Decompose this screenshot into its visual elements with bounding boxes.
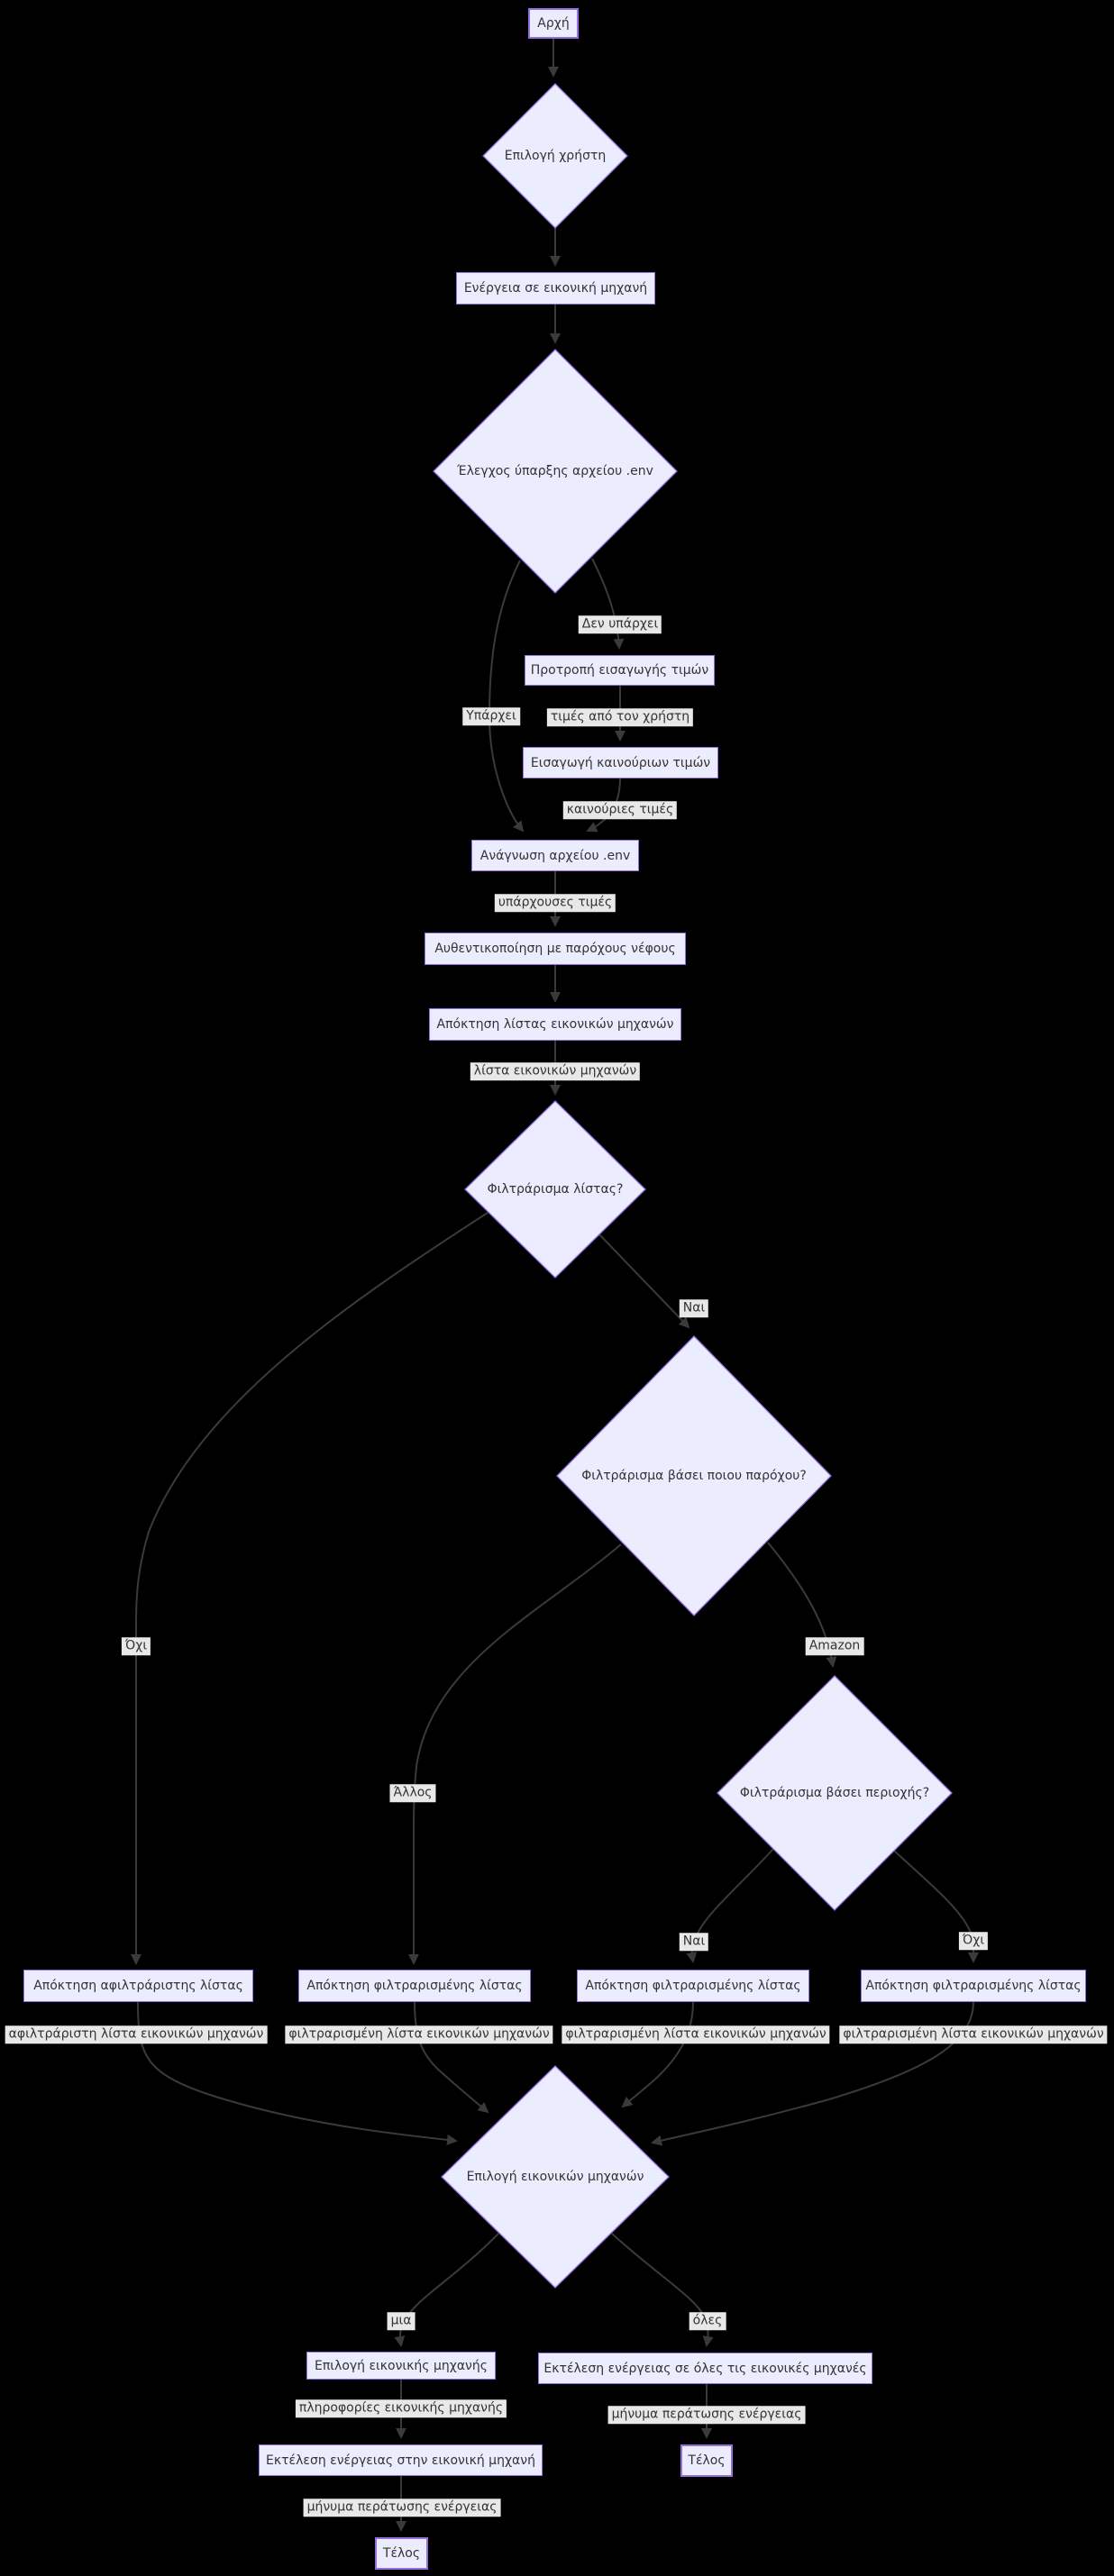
node-start-label: Αρχή — [537, 16, 570, 31]
node-get-vm-list: Απόκτηση λίστας εικονικών μηχανών — [429, 1008, 681, 1041]
node-vm-action-label: Ενέργεια σε εικονική μηχανή — [463, 281, 648, 296]
node-end-all-label: Τέλος — [688, 2453, 726, 2468]
node-env-check-label: Έλεγχος ύπαρξης αρχείου .env — [457, 464, 653, 478]
edge-provider-other — [408, 1543, 622, 1965]
edge-unfiltered-to-selectvms — [137, 2001, 458, 2145]
node-prompt-values: Προτροπή εισαγωγής τιμών — [525, 655, 715, 686]
node-select-vm: Επιλογή εικονικής μηχανής — [306, 2352, 496, 2380]
decision-filter-region-shape — [717, 1675, 953, 1911]
decision-user-choice-shape — [482, 83, 628, 229]
node-get-unfiltered: Απόκτηση αφιλτράριστης λίστας — [23, 1970, 253, 2002]
node-vm-action: Ενέργεια σε εικονική μηχανή — [456, 272, 655, 305]
edge-label-done-message-one: μήνυμα περάτωσης ενέργειας — [303, 2499, 501, 2517]
edge-label-exists: Υπάρχει — [462, 707, 520, 725]
edge-filtered-region-to-selectvms — [621, 2001, 694, 2108]
edge-label-done-message-all: μήνυμα περάτωσης ενέργειας — [607, 2406, 806, 2424]
edge-env-check-exists — [488, 560, 525, 833]
edge-label-new-values: καινούριες τιμές — [562, 801, 678, 819]
edge-env-check-not-exists — [591, 558, 625, 650]
edge-label-not-exists: Δεν υπάρχει — [578, 615, 662, 633]
node-get-filtered-other: Απόκτηση φιλτραρισμένης λίστας — [298, 1970, 531, 2002]
node-exec-all-label: Εκτέλεση ενέργειας σε όλες τις εικονικές… — [543, 2361, 867, 2376]
node-get-unfiltered-label: Απόκτηση αφιλτράριστης λίστας — [33, 1979, 243, 1993]
node-auth-cloud-label: Αυθεντικοποίηση με παρόχους νέφους — [434, 942, 676, 956]
node-end-one: Τέλος — [375, 2537, 428, 2570]
edge-label-no-filter: Όχι — [121, 1637, 151, 1655]
node-get-vm-list-label: Απόκτηση λίστας εικονικών μηχανών — [436, 1017, 674, 1032]
edge-label-amazon: Amazon — [805, 1637, 864, 1655]
node-prompt-values-label: Προτροπή εισαγωγής τιμών — [530, 663, 709, 678]
edge-filterlist-no — [131, 1212, 489, 1965]
edge-filterlist-yes — [598, 1233, 690, 1329]
node-get-filtered-other-label: Απόκτηση φιλτραρισμένης λίστας — [306, 1979, 523, 1993]
node-exec-one-label: Εκτέλεση ενέργειας στην εικονική μηχανή — [266, 2453, 535, 2468]
node-get-filtered-region-label: Απόκτηση φιλτραρισμένης λίστας — [585, 1979, 801, 1993]
edge-label-values-from-user: τιμές από τον χρήστη — [546, 708, 694, 726]
decision-env-check-shape — [433, 349, 678, 594]
node-start: Αρχή — [528, 8, 579, 39]
edge-label-filtered-vm-list-other: φιλτραρισμένη λίστα εικονικών μηχανών — [285, 2025, 553, 2044]
node-exec-one: Εκτέλεση ενέργειας στην εικονική μηχανή — [259, 2444, 543, 2476]
node-exec-all: Εκτέλεση ενέργειας σε όλες τις εικονικές… — [538, 2353, 872, 2384]
edge-label-vm-info: πληροφορίες εικονικής μηχανής — [295, 2399, 507, 2417]
edge-label-all: όλες — [689, 2312, 726, 2330]
node-read-env-label: Ανάγνωση αρχείου .env — [479, 848, 631, 863]
edge-label-vm-list: λίστα εικονικών μηχανών — [470, 1062, 641, 1080]
edge-label-no-region: Όχι — [958, 1932, 989, 1950]
decision-filter-provider-shape — [556, 1335, 832, 1616]
node-filter-provider-label: Φιλτράρισμα βάσει ποιου παρόχου? — [581, 1469, 807, 1483]
edge-label-yes-region: Ναι — [679, 1933, 709, 1951]
node-get-filtered-noregion-label: Απόκτηση φιλτραρισμένης λίστας — [865, 1979, 1082, 1993]
node-select-vm-label: Επιλογή εικονικής μηχανής — [315, 2358, 488, 2373]
decision-select-vms-shape — [441, 2065, 670, 2289]
node-filter-list-label: Φιλτράρισμα λίστας? — [487, 1182, 624, 1197]
edge-filtered-noregion-to-selectvms — [651, 2001, 974, 2146]
edge-label-yes-filter: Ναι — [679, 1299, 709, 1317]
node-get-filtered-noregion: Απόκτηση φιλτραρισμένης λίστας — [861, 1970, 1086, 2002]
node-end-all: Τέλος — [680, 2444, 733, 2477]
edge-label-unfiltered-vm-list: αφιλτράριστη λίστα εικονικών μηχανών — [5, 2025, 268, 2044]
node-read-env: Ανάγνωση αρχείου .env — [471, 840, 639, 871]
node-insert-values: Εισαγωγή καινούριων τιμών — [523, 747, 718, 778]
edge-region-yes — [686, 1848, 774, 1963]
edge-filtered-other-to-selectvms — [414, 2001, 489, 2114]
edge-label-existing-values: υπάρχουσες τιμές — [494, 894, 616, 912]
node-auth-cloud: Αυθεντικοποίηση με παρόχους νέφους — [425, 933, 686, 965]
node-get-filtered-region: Απόκτηση φιλτραρισμένης λίστας — [577, 1970, 809, 2002]
node-filter-region-label: Φιλτράρισμα βάσει περιοχής? — [739, 1786, 930, 1800]
edge-label-filtered-vm-list-region: φιλτραρισμένη λίστα εικονικών μηχανών — [562, 2025, 830, 2044]
node-insert-values-label: Εισαγωγή καινούριων τιμών — [530, 755, 711, 770]
edge-label-other-provider: Άλλος — [389, 1784, 436, 1802]
node-select-vms-label: Επιλογή εικονικών μηχανών — [466, 2170, 644, 2184]
node-user-choice-label: Επιλογή χρήστη — [504, 149, 607, 163]
edge-label-one: μια — [387, 2312, 415, 2330]
decision-filter-list-shape — [464, 1100, 646, 1279]
edge-label-filtered-vm-list-noregion: φιλτραρισμένη λίστα εικονικών μηχανών — [839, 2025, 1108, 2044]
node-end-one-label: Τέλος — [382, 2546, 421, 2561]
